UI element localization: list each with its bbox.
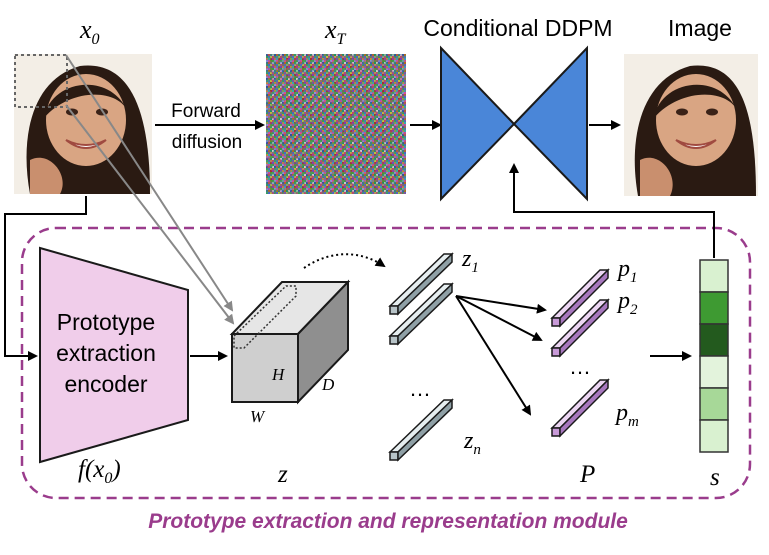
prototype-vector-p1 xyxy=(550,268,610,328)
image-title: Image xyxy=(668,15,732,41)
s-cell-2 xyxy=(699,323,729,357)
xT-label: xT xyxy=(324,15,347,48)
noise-image-icon xyxy=(266,54,406,194)
p1-label: p1 xyxy=(616,256,638,286)
latent-vector-zn xyxy=(388,398,454,462)
face-photo-icon xyxy=(14,54,152,194)
crop-guide-line-2 xyxy=(65,104,235,325)
forward-label: Forward xyxy=(171,101,241,122)
fan-arrow-3 xyxy=(455,295,532,416)
x0-label: x0 xyxy=(79,15,100,48)
module-caption: Prototype extraction and representation … xyxy=(148,510,628,533)
x0-to-encoder-arrow xyxy=(4,196,87,361)
pm-label: pm xyxy=(614,400,639,430)
s-cell-1 xyxy=(699,291,729,325)
s-cell-0 xyxy=(699,259,729,293)
latent-vector-z2 xyxy=(388,282,454,346)
split-dotted-arrow xyxy=(303,253,386,269)
encoder-label-2: extraction xyxy=(56,340,156,366)
crop-box xyxy=(14,54,68,108)
ddpm-bowtie xyxy=(440,45,588,202)
W-label: W xyxy=(250,407,266,426)
condition-arrow xyxy=(509,163,715,258)
p-dots: … xyxy=(569,354,591,379)
p2-label: p2 xyxy=(616,288,638,318)
prototype-vector-p2 xyxy=(550,298,610,358)
diffusion-label-text: diffusion xyxy=(172,132,242,153)
fan-arrow-2 xyxy=(455,295,543,341)
encoder-block xyxy=(39,246,189,464)
s-label: s xyxy=(710,464,720,491)
s-cell-3 xyxy=(699,355,729,389)
z1-label: z1 xyxy=(461,246,479,276)
encoder-label-3: encoder xyxy=(64,371,147,397)
P-label: P xyxy=(579,461,595,488)
crop-guide-line-1 xyxy=(65,54,234,312)
module-border xyxy=(20,226,752,500)
latent-vector-z1 xyxy=(388,252,454,316)
encoder-label-1: Prototype xyxy=(57,309,155,335)
z-label: z xyxy=(277,461,288,488)
s-cell-4 xyxy=(699,387,729,421)
similarity-vector xyxy=(699,259,729,453)
zn-label: zn xyxy=(463,428,481,458)
ddpm-title: Conditional DDPM xyxy=(423,15,612,41)
prototype-vector-pm xyxy=(550,378,610,438)
latent-cube xyxy=(229,279,351,405)
generated-face-icon xyxy=(624,54,758,196)
f-x0-label: f(x0) xyxy=(78,456,121,487)
fan-arrow-1 xyxy=(455,295,547,314)
z-dots: … xyxy=(409,376,431,401)
D-label: D xyxy=(321,375,335,394)
H-label: H xyxy=(271,365,286,384)
s-cell-5 xyxy=(699,419,729,453)
